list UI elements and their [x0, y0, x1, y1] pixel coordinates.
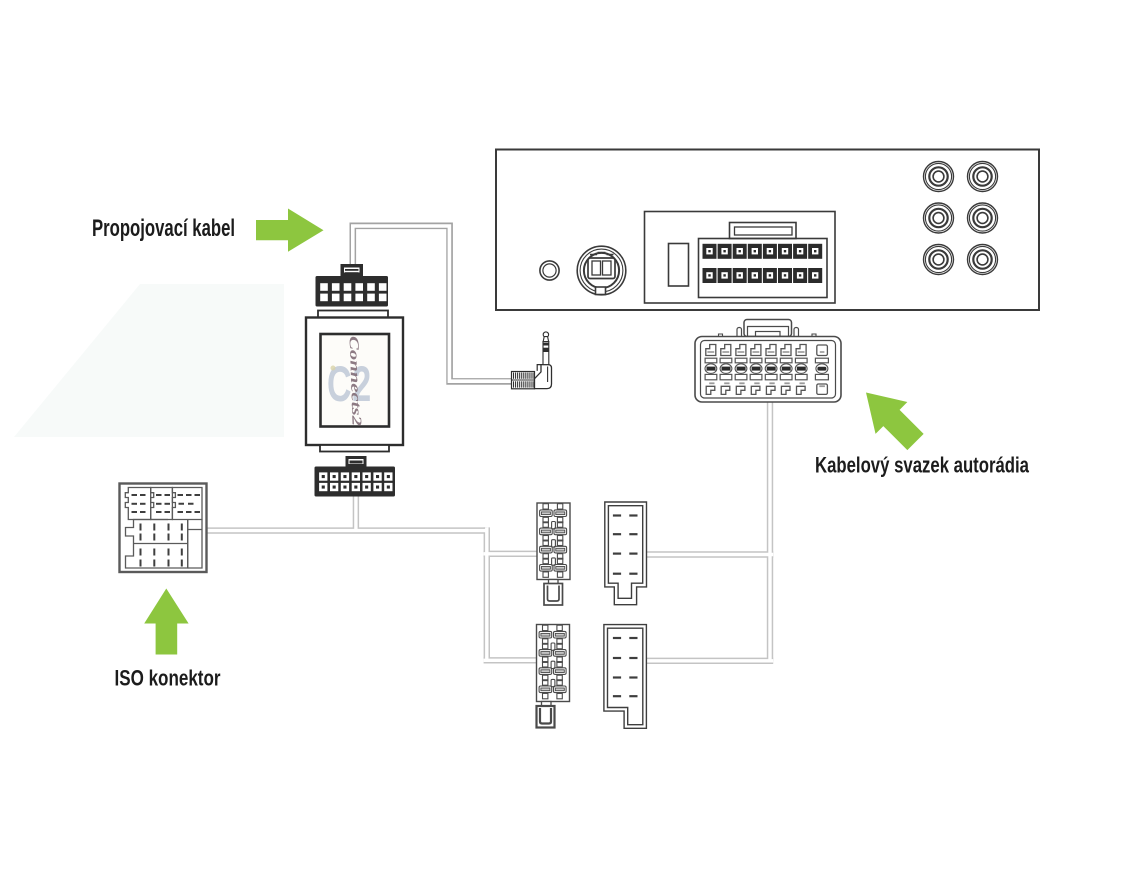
svg-text:Kabelový svazek autorádia: Kabelový svazek autorádia [815, 453, 1029, 478]
svg-text:Connects2: Connects2 [347, 336, 365, 427]
svg-text:ISO konektor: ISO konektor [115, 666, 221, 691]
svg-text:Propojovací kabel: Propojovací kabel [92, 215, 235, 242]
